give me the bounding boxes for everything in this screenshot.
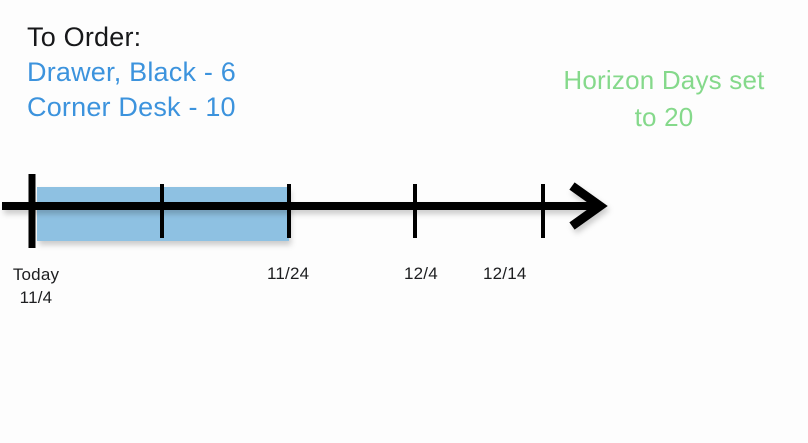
timeline-axis (2, 182, 608, 230)
tick-label-today: Today 11/4 (0, 264, 72, 310)
horizon-note-line-2: to 20 (634, 101, 694, 132)
horizon-note-line-1: Horizon Days set (563, 65, 765, 95)
order-item-2: Corner Desk - 10 (27, 92, 236, 123)
tick-label-124: 12/4 (404, 264, 438, 283)
today-word: Today (12, 265, 60, 284)
horizon-days-note: Horizon Days set to 20 (520, 62, 808, 136)
tick-label-1214: 12/14 (483, 264, 527, 283)
timeline-ticks (28, 174, 545, 248)
tick-label-1124: 11/24 (267, 264, 310, 283)
timeline-chart: Today 11/4 11/24 12/4 12/14 (0, 160, 808, 310)
today-date: 11/4 (19, 287, 53, 307)
to-order-panel: To Order: Drawer, Black - 6 Corner Desk … (27, 20, 236, 125)
order-item-1: Drawer, Black - 6 (27, 57, 236, 88)
page-title: To Order: (27, 22, 142, 52)
